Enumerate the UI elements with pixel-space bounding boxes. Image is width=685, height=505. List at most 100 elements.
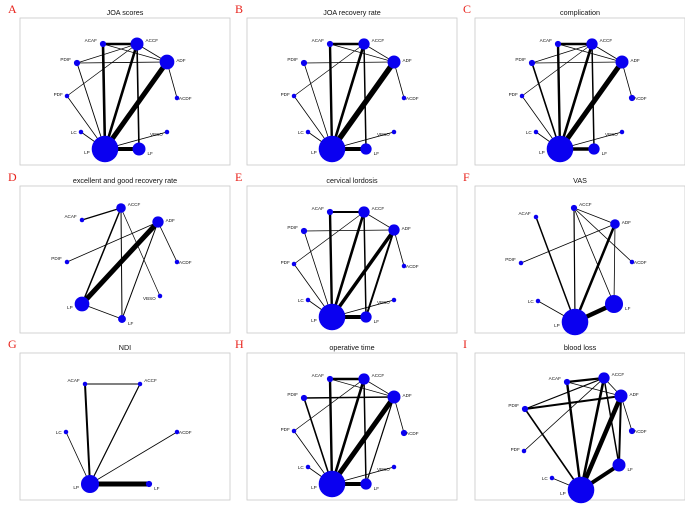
node-label: VBSO <box>377 467 390 472</box>
node-label: LC <box>528 299 535 304</box>
treatment-node <box>401 95 407 101</box>
treatment-node <box>300 227 308 235</box>
comparison-edge <box>556 42 562 151</box>
comparison-edge <box>393 229 405 267</box>
treatment-node <box>305 464 311 470</box>
comparison-edge <box>330 228 396 319</box>
comparison-edge <box>566 381 622 397</box>
node-label: LP <box>73 485 79 490</box>
treatment-node <box>391 464 397 470</box>
treatment-node <box>326 40 334 48</box>
treatment-node <box>391 297 397 303</box>
panel-title: excellent and good recovery rate <box>73 176 177 185</box>
node-label: ADF <box>166 218 175 223</box>
node-label: ACDF <box>179 260 192 265</box>
treatment-node <box>318 303 346 331</box>
comparison-edge <box>558 42 594 151</box>
node-label: LF <box>625 306 631 311</box>
panel-title: JOA scores <box>107 8 144 17</box>
comparison-edge <box>591 43 595 150</box>
node-label: VBSO <box>377 300 390 305</box>
treatment-node <box>401 263 407 269</box>
comparison-edge <box>573 207 616 225</box>
node-label: ACAF <box>64 214 76 219</box>
node-label: PDIF <box>515 57 526 62</box>
treatment-node <box>546 135 574 163</box>
comparison-edge <box>557 59 625 152</box>
treatment-node <box>78 129 84 135</box>
comparison-edge <box>81 207 122 305</box>
node-label: PDF <box>509 92 518 97</box>
node-label: VBSO <box>143 296 156 301</box>
treatment-node <box>358 38 370 50</box>
node-label: LF <box>628 467 634 472</box>
treatment-node <box>360 478 372 490</box>
node-label: LP <box>84 150 90 155</box>
node-label: LF <box>374 151 380 156</box>
node-label: VBSO <box>377 132 390 137</box>
comparison-edge <box>565 380 583 492</box>
treatment-node <box>132 142 146 156</box>
comparison-edge <box>523 377 605 452</box>
node-label: ACDF <box>634 260 647 265</box>
comparison-edge <box>365 229 395 318</box>
node-label: PDIF <box>508 403 519 408</box>
treatment-node <box>73 59 81 67</box>
treatment-node <box>387 390 401 404</box>
panel-title: cervical lordosis <box>326 176 378 185</box>
treatment-node <box>533 129 539 135</box>
treatment-node <box>174 95 180 101</box>
comparison-edge <box>66 43 138 97</box>
treatment-node <box>358 206 370 218</box>
treatment-node <box>400 429 408 437</box>
treatment-node <box>610 219 620 229</box>
panel-letter: I <box>463 337 467 351</box>
panel-frame <box>246 352 458 501</box>
comparison-edge <box>531 62 561 150</box>
node-label: ADF <box>402 226 411 231</box>
treatment-node <box>628 94 636 102</box>
node-label: LP <box>311 150 317 155</box>
comparison-edge <box>102 59 170 152</box>
node-label: PDIF <box>287 392 298 397</box>
comparison-edge <box>363 211 367 318</box>
node-label: PDF <box>281 92 290 97</box>
panel-letter: B <box>235 2 243 16</box>
comparison-edge <box>524 395 622 410</box>
node-label: ACCF <box>128 202 141 207</box>
treatment-node <box>291 261 297 267</box>
panel-title: JOA recovery rate <box>323 8 381 17</box>
node-label: ACAF <box>85 38 97 43</box>
panel-title: complication <box>560 8 600 17</box>
panel-frame <box>19 352 231 501</box>
node-label: PDIF <box>60 57 71 62</box>
treatment-node <box>145 480 153 488</box>
comparison-edge <box>79 219 161 307</box>
node-label: ACCF <box>372 373 385 378</box>
treatment-node <box>291 428 297 434</box>
treatment-node <box>164 129 170 135</box>
panel-letter: D <box>8 170 17 184</box>
comparison-edge <box>363 378 367 485</box>
node-label: ACDF <box>406 431 419 436</box>
panel-title: operative time <box>329 343 374 352</box>
treatment-node <box>174 429 180 435</box>
treatment-node <box>563 378 571 386</box>
treatment-node <box>519 93 525 99</box>
comparison-edge <box>573 207 615 305</box>
comparison-edge <box>521 43 593 97</box>
treatment-node <box>305 129 311 135</box>
node-label: LC <box>71 130 78 135</box>
comparison-edge <box>329 378 395 398</box>
treatment-node <box>91 135 119 163</box>
comparison-edge <box>363 211 395 231</box>
node-label: LP <box>311 485 317 490</box>
treatment-node <box>561 308 589 336</box>
treatment-node <box>130 37 144 51</box>
node-label: ACAF <box>540 38 552 43</box>
comparison-edge <box>76 43 138 64</box>
node-label: ADF <box>622 220 631 225</box>
